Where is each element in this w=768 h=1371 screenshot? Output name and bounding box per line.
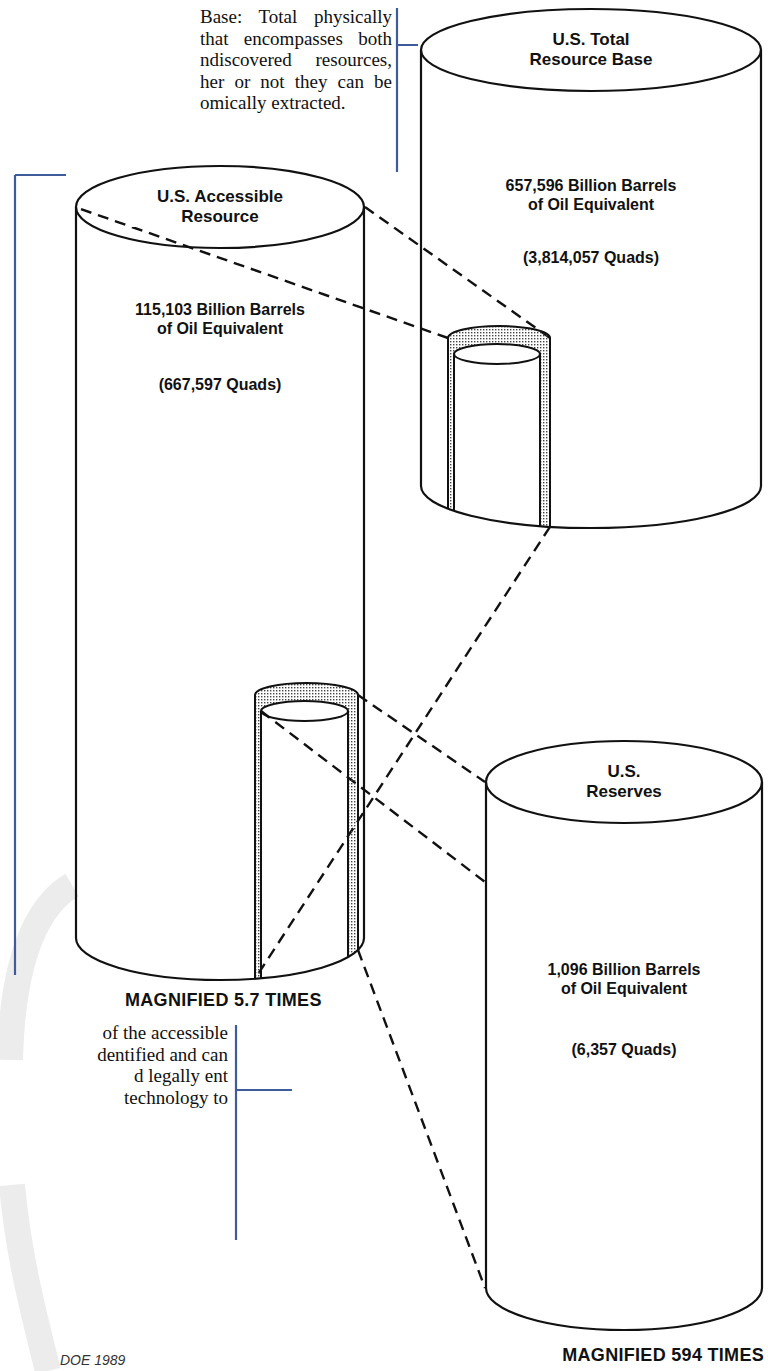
source-note: DOE 1989 [60,1352,125,1368]
cylinder-value: (6,357 Quads) [569,1040,680,1059]
watermark-arc [12,1185,48,1371]
cylinder-top [486,741,762,823]
inner-cylinder-top [261,701,348,721]
definition-note: Base: Total physically that encompasses … [200,6,392,114]
cutaway-wall [448,326,550,527]
cylinder-top [76,166,364,248]
cylinder-body [486,782,762,1330]
inner-cylinder-top [454,344,540,364]
cylinder-shape: U.S. Accessible Resource 115,103 Billion … [75,165,365,980]
cylinder-shape: U.S. Total Resource Base 657,596 Billion … [420,8,762,528]
cylinder-value: 115,103 Billion Barrels of Oil Equivalen… [126,300,314,338]
cylinder-outline [485,740,763,1330]
watermark-arc [10,885,72,1371]
magnification-label: MAGNIFIED 594 TIMES [562,1345,764,1366]
cylinder-value: (667,597 Quads) [156,375,285,394]
cylinder-heading: U.S. Reserves [576,762,672,803]
cylinder-heading: U.S. Total Resource Base [498,30,684,71]
cylinder-outline [420,8,762,528]
cylinder-value: 1,096 Billion Barrels of Oil Equivalent [539,960,710,998]
bracket-line [397,8,418,172]
inner-cylinder-side [454,354,540,526]
cylinder-heading: U.S. Accessible Resource [127,187,313,228]
cylinder-body [421,50,761,528]
cylinder-top [421,9,761,91]
inner-cylinder-side [261,711,348,978]
cutaway-edge [448,326,550,527]
cylinder-outline [75,165,365,980]
cutaway-wall [255,683,358,979]
cylinder-value: (3,814,057 Quads) [520,248,662,267]
magnification-connector [75,207,550,979]
magnification-label: MAGNIFIED 5.7 TIMES [125,990,322,1011]
bracket-line [15,175,66,975]
watermark-arc [10,885,72,1060]
definition-note: of the accessible dentified and can d le… [88,1022,228,1108]
cylinder-shape: U.S. Reserves 1,096 Billion Barrels of Oi… [485,740,763,1330]
cutaway-edge [255,683,358,979]
bracket-line [236,1025,292,1240]
cylinder-value: 657,596 Billion Barrels of Oil Equivalen… [497,176,685,214]
cylinder-body [76,207,364,980]
